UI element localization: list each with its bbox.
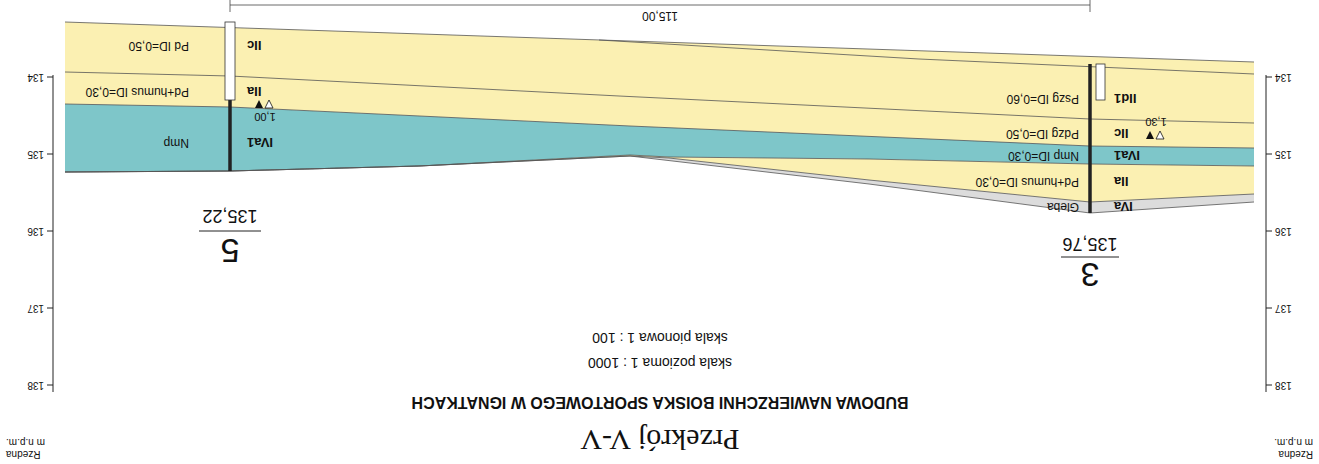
borehole-line <box>1088 64 1092 213</box>
subtitle: BUDOWA NAWIERZCHNI BOISKA SPORTOWEGO W I… <box>412 393 909 411</box>
fraction-bar <box>199 231 261 232</box>
axis-unit: m n.p.m. <box>1274 437 1313 448</box>
elevation-value: 136 <box>1275 226 1292 237</box>
soil-layer <box>65 156 1254 213</box>
elevation-value: 134 <box>27 72 44 83</box>
elevation-value: 137 <box>1275 303 1292 314</box>
elevation-value: 136 <box>27 226 44 237</box>
borehole-line <box>228 100 232 171</box>
axis-tick <box>47 385 53 386</box>
axis-tick <box>1266 308 1272 309</box>
stratum-code: IVa <box>1114 199 1133 213</box>
water-level-symbol <box>1146 131 1154 139</box>
axis-tick <box>1266 154 1272 155</box>
axis-tick <box>47 154 53 155</box>
elevation-axis <box>53 75 54 392</box>
soil-description: Nmp ID=0,30 <box>1008 148 1079 161</box>
loam-layer <box>65 104 1254 172</box>
stratum-code: IId1 <box>1114 91 1136 105</box>
soil-description: Nmp <box>164 135 189 148</box>
borehole-casing <box>225 22 235 100</box>
scale-note: skala pozioma 1 : 1000 <box>588 354 732 369</box>
soil-description: Pd+humus ID=0,30 <box>976 174 1079 187</box>
dimension-value: 115,00 <box>642 8 678 21</box>
scale-note: skala pionowa 1 : 100 <box>592 329 727 344</box>
stratum-code: IIa <box>247 84 261 98</box>
borehole-elevation: 135,76 <box>1062 233 1117 253</box>
dimension-line <box>230 5 1090 6</box>
water-level-symbol <box>265 100 273 108</box>
stratum-code: IIc <box>1114 126 1128 140</box>
stratum-code: IIa <box>1114 174 1128 188</box>
layer-boundary <box>599 40 1254 74</box>
axis-tick <box>1266 385 1272 386</box>
section-title: Przekrój V-V <box>580 424 739 457</box>
stratum-code: IIc <box>247 38 261 52</box>
elevation-value: 138 <box>27 380 44 391</box>
layer-boundary <box>65 104 1254 148</box>
layer-boundary <box>65 156 1254 202</box>
elevation-value: 137 <box>27 303 44 314</box>
humus-sand-layer <box>65 155 1254 202</box>
layer-boundary <box>65 72 1254 123</box>
axis-tick <box>47 77 53 78</box>
borehole-number: 3 <box>1081 255 1100 292</box>
axis-title: Rzedna <box>1279 449 1313 460</box>
elevation-axis <box>1266 75 1267 392</box>
soil-description: Gleba <box>1047 199 1079 212</box>
layer-boundary <box>65 22 1254 62</box>
elevation-value: 135 <box>27 149 44 160</box>
stratum-code: IVa1 <box>247 135 273 149</box>
elevation-value: 135 <box>1275 149 1292 160</box>
borehole-elevation: 135,22 <box>202 205 257 225</box>
dimension-tick <box>1090 0 1091 12</box>
soil-description: Pd+humus ID=0,30 <box>86 84 189 97</box>
axis-tick <box>47 308 53 309</box>
axis-unit: m n.p.m. <box>6 437 45 448</box>
borehole-number: 5 <box>221 231 240 268</box>
water-depth: 1,30 <box>1145 116 1166 128</box>
water-level-symbol <box>1156 131 1164 139</box>
axis-tick <box>1266 77 1272 78</box>
water-depth: 1,00 <box>254 111 275 123</box>
soil-description: Pd ID=0,50 <box>129 38 189 51</box>
axis-title: Rzedna <box>6 449 40 460</box>
elevation-value: 134 <box>1275 72 1292 83</box>
elevation-value: 138 <box>1275 380 1292 391</box>
dimension-tick <box>230 0 231 12</box>
borehole-casing <box>1096 64 1105 100</box>
axis-tick <box>1266 231 1272 232</box>
water-level-symbol <box>255 100 263 108</box>
stratum-code: IVa1 <box>1114 148 1140 162</box>
soil-description: Pszg ID=0,60 <box>1007 91 1079 104</box>
soil-description: Pdzg ID=0,50 <box>1006 126 1079 139</box>
axis-tick <box>47 231 53 232</box>
layer-boundary <box>65 156 1254 213</box>
